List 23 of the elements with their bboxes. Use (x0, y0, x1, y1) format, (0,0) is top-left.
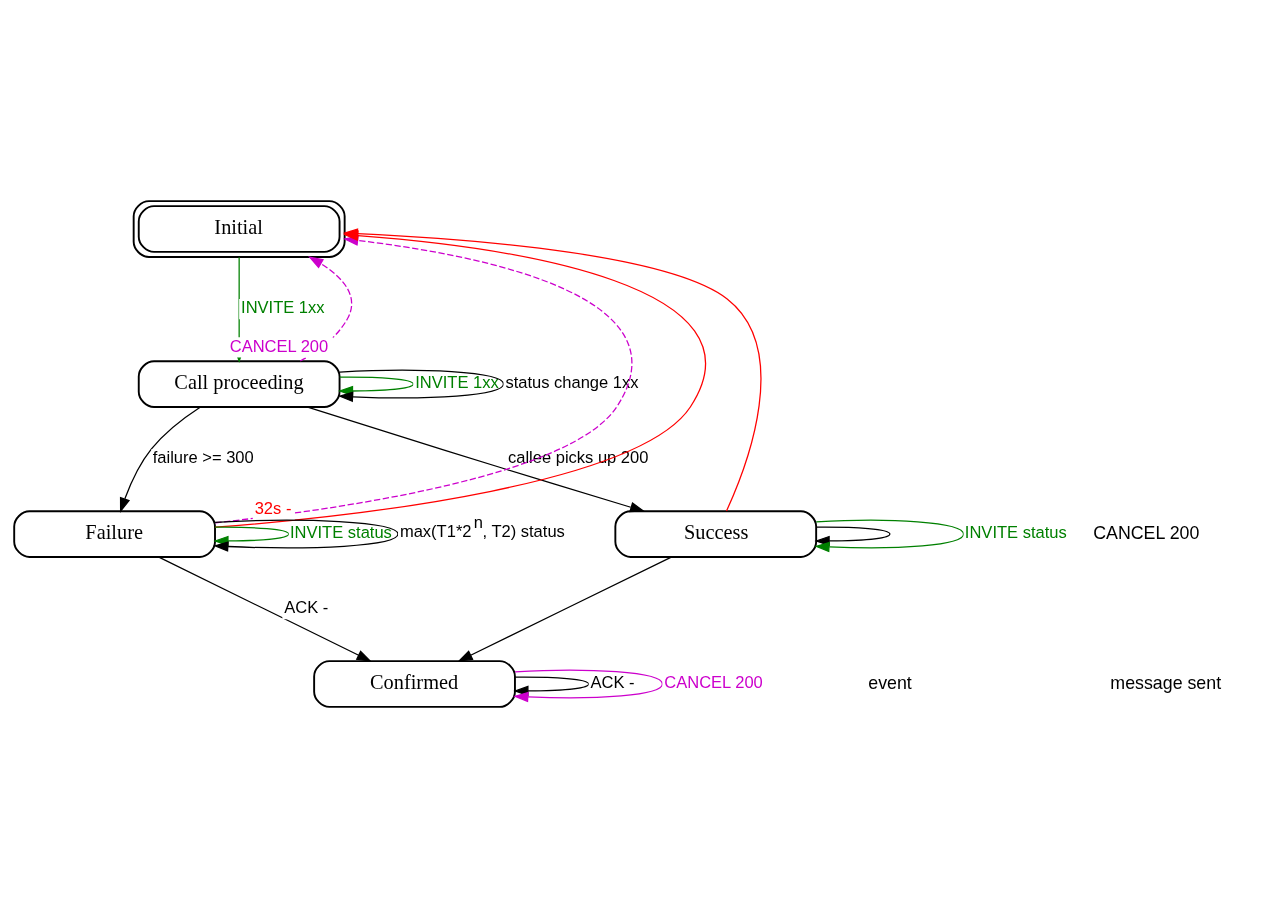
edge-label: ACK - (590, 673, 635, 693)
node-box: Success (614, 510, 818, 558)
node-box: Initial (132, 200, 346, 258)
edge-label: CANCEL 200 (229, 336, 329, 356)
edge-label: INVITE 1xx (241, 298, 325, 318)
node-box: Confirmed (313, 660, 516, 708)
edge-label: ACK - (284, 598, 329, 618)
node-box: Call proceeding (137, 360, 341, 408)
edge-label: failure >= 300 (152, 448, 254, 468)
edge-label: 32s - (254, 499, 292, 519)
arrow (158, 556, 372, 662)
arrow (307, 406, 646, 513)
label: message sent (1110, 672, 1222, 693)
label: CANCEL 200 (1093, 522, 1200, 543)
edge-label: INVITE status (964, 523, 1067, 543)
edge-label: INVITE 1xx (415, 373, 499, 393)
edge-label: status change 1xx (505, 373, 639, 393)
arrow (457, 556, 672, 662)
label: event (868, 672, 912, 693)
edge-label: INVITE status (289, 523, 392, 543)
node-box: Failure (13, 510, 216, 558)
edge-label: CANCEL 200 (664, 673, 763, 693)
arrow (119, 406, 201, 513)
